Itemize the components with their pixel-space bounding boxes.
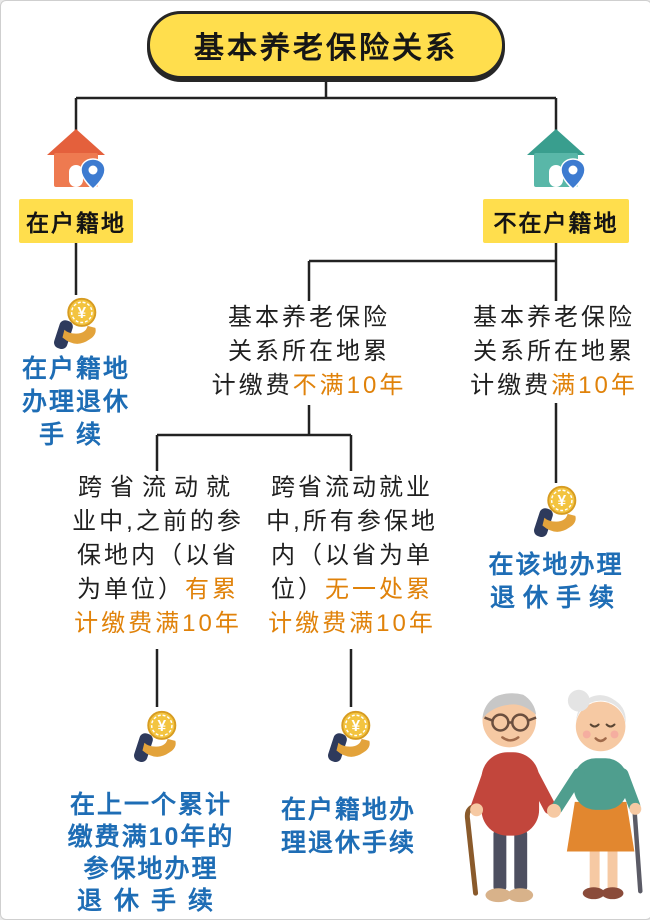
grandpa-shoe	[485, 888, 512, 903]
grandma-skirt	[566, 801, 635, 852]
grandma-leg	[607, 847, 618, 892]
yuan-symbol: ¥	[157, 718, 166, 735]
grandpa-leg	[514, 829, 528, 892]
text-line: 内（以省为单	[271, 542, 433, 569]
text-line: 在户籍地	[21, 355, 130, 383]
text-line: 位）无一处累	[271, 576, 433, 603]
grandpa-arm	[524, 765, 557, 815]
text-line: 参保地办理	[83, 855, 219, 883]
grandma-smile	[594, 737, 607, 743]
hand-coin-icon: ¥	[328, 710, 371, 762]
text-line: 手续	[38, 421, 113, 449]
hand-coin-icon: ¥	[534, 485, 577, 537]
grandpa-arm	[471, 765, 496, 813]
text-line: 办理退休	[21, 388, 130, 416]
yuan-symbol: ¥	[77, 305, 86, 322]
grandma-blush	[582, 730, 591, 739]
chart-title: 基本养老保险关系	[147, 11, 505, 79]
grandma-leg	[589, 847, 600, 892]
palm	[62, 325, 96, 344]
grandma-arm	[551, 768, 585, 814]
text-line: 跨省流动就业	[271, 474, 433, 501]
condition-prior-place-10-years: 跨省流动就 业中,之前的参 保地内（以省 为单位）有累 计缴费满10年	[63, 471, 253, 641]
grandpa-smile	[501, 736, 520, 742]
grandma-arm	[616, 768, 641, 812]
palm	[142, 738, 176, 757]
text-line: 退休手续	[76, 887, 225, 915]
grandma-cane	[632, 805, 643, 894]
condition-over-10-years: 基本养老保险 关系所在地累 计缴费满10年	[461, 301, 647, 403]
text-line: 计缴费不满10年	[211, 372, 407, 399]
text-line: 在上一个累计	[69, 791, 232, 819]
grandma-hand	[629, 802, 642, 815]
text-line: 缴费满10年的	[67, 823, 235, 851]
text-line: 业中,之前的参	[72, 508, 244, 535]
text-line: 中,所有参保地	[266, 508, 438, 535]
text-line: 保地内（以省	[77, 542, 239, 569]
text-line: 退休手续	[489, 584, 622, 612]
yuan-symbol: ¥	[557, 493, 566, 510]
grandma-shoe	[582, 887, 605, 900]
label-at-household-registration: 在户籍地	[19, 199, 133, 243]
outcome-retire-at-that-place: 在该地办理 退休手续	[463, 549, 649, 615]
grandpa-leg	[493, 829, 507, 892]
joined-hands	[547, 803, 561, 818]
hand-coin-icon: ¥	[134, 710, 177, 762]
text-line: 基本养老保险	[228, 304, 390, 331]
grandma-head	[575, 701, 626, 752]
text-line: 计缴费满10年	[470, 372, 638, 399]
text-line: 在户籍地办	[280, 796, 416, 824]
text-line: 跨省流动就	[78, 474, 238, 501]
outcome-retire-at-last-10yr-place: 在上一个累计 缴费满10年的 参保地办理 退休手续	[51, 789, 251, 917]
yuan-symbol: ¥	[351, 718, 360, 735]
condition-no-place-10-years: 跨省流动就业 中,所有参保地 内（以省为单 位）无一处累 计缴费满10年	[257, 471, 447, 641]
highlighted-term: 满10年	[551, 372, 638, 399]
grandma-top	[573, 758, 628, 810]
palm	[542, 513, 576, 532]
house-roof	[527, 129, 585, 155]
highlighted-term: 不满10年	[292, 372, 407, 399]
text-line: 关系所在地累	[228, 338, 390, 365]
outcome-retire-at-household: 在户籍地 办理退休 手续	[9, 353, 143, 452]
text-line: 计缴费满10年	[74, 610, 242, 637]
grandpa-sweater	[481, 752, 540, 836]
label-not-at-household-registration: 不在户籍地	[483, 199, 629, 243]
highlighted-term: 有累	[185, 576, 239, 603]
house-local-icon	[47, 129, 106, 190]
grandma-hair-bun	[567, 689, 590, 712]
text-line: 关系所在地累	[473, 338, 635, 365]
hand-coin-icon: ¥	[54, 297, 97, 349]
grandpa-shoe	[507, 888, 534, 903]
palm	[336, 738, 370, 757]
grandpa-cane	[464, 803, 479, 896]
label-text: 在户籍地	[26, 210, 126, 236]
house-remote-icon	[527, 129, 586, 190]
grandpa-hand	[470, 803, 484, 817]
grandma-shoe	[601, 887, 624, 900]
text-line: 在该地办理	[488, 551, 624, 579]
text-line: 基本养老保险	[473, 304, 635, 331]
text-line: 理退休手续	[280, 829, 416, 857]
highlighted-term: 无一处累	[325, 576, 433, 603]
house-door	[549, 165, 563, 187]
house-door	[69, 165, 83, 187]
grandma-eye	[589, 723, 616, 728]
grandpa-hair	[482, 693, 537, 719]
text-line: 计缴费满10年	[268, 610, 436, 637]
text-line: 为单位）有累	[77, 576, 239, 603]
condition-under-10-years: 基本养老保险 关系所在地累 计缴费不满10年	[211, 301, 407, 403]
house-roof	[47, 129, 105, 155]
grandma-blush	[610, 730, 619, 739]
label-text: 不在户籍地	[493, 210, 619, 236]
outcome-retire-at-household-bottom: 在户籍地办 理退休手续	[256, 794, 441, 860]
elderly-couple-illustration	[464, 689, 643, 903]
